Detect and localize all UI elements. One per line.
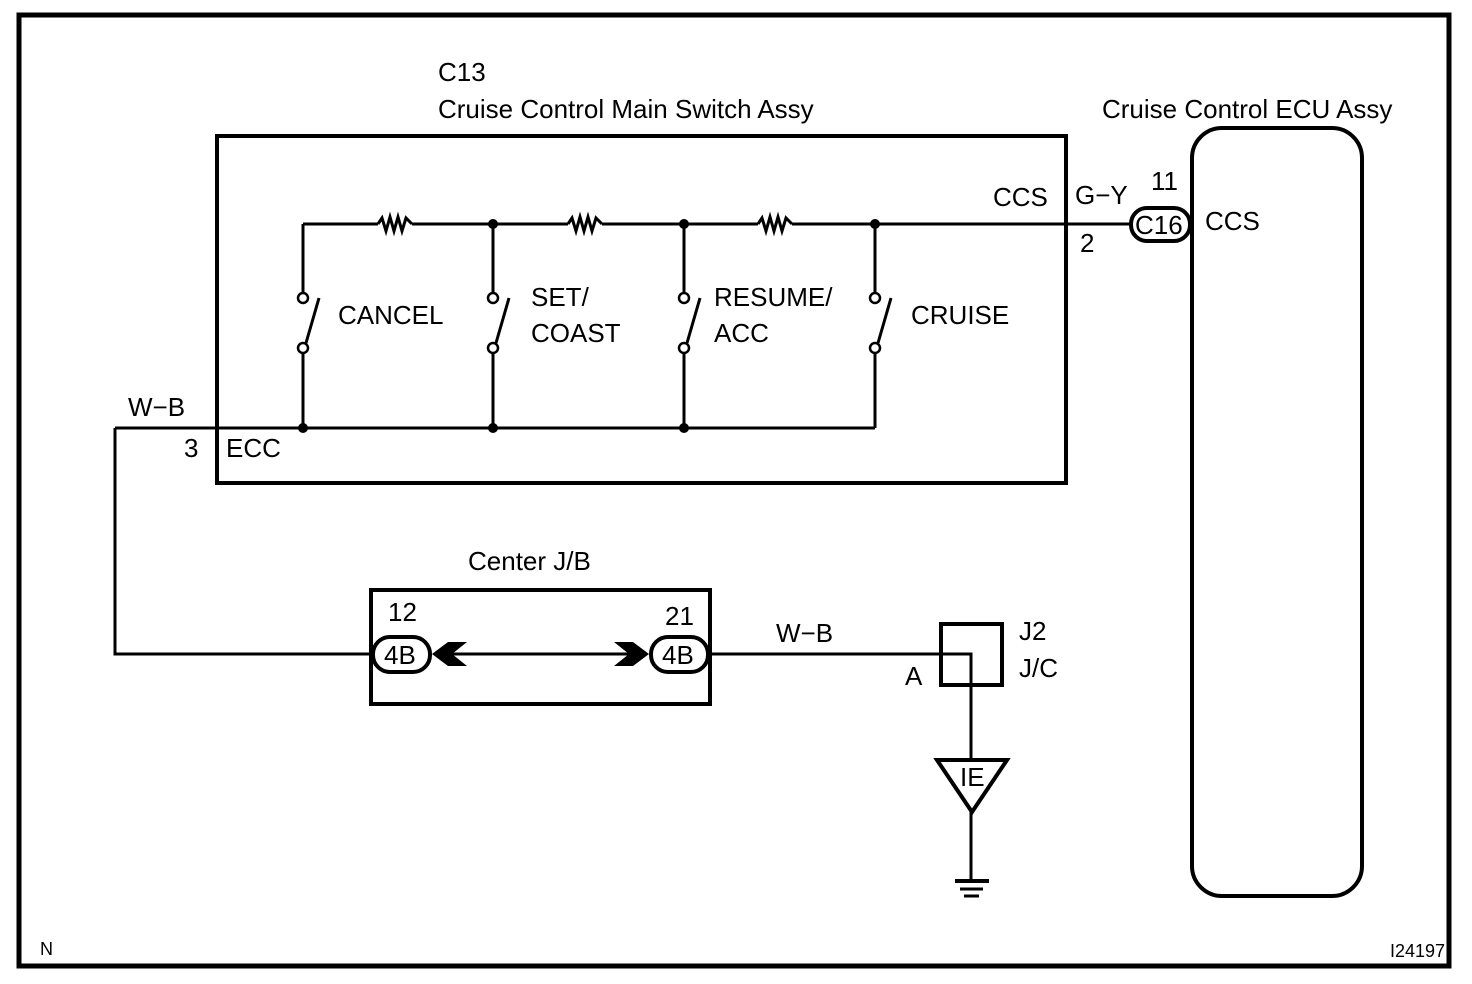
junction-connector-id: J2	[1019, 616, 1046, 646]
junction-dot	[679, 423, 689, 433]
switch-set-coast: SET/ COAST	[486, 282, 621, 428]
footer-left-code: N	[40, 939, 53, 959]
center-junction-block: Center J/B 12 4B 21 4B	[369, 546, 712, 706]
switch-cancel-label: CANCEL	[338, 300, 443, 330]
ground-point-id: IE	[960, 762, 985, 792]
jb-left-connector	[371, 635, 432, 674]
switch-drops	[491, 224, 877, 293]
ecu-connector-c16	[1129, 206, 1192, 243]
junction-connector-box	[939, 622, 1004, 687]
junction-connector-type: J/C	[1019, 653, 1058, 683]
main-switch-connector-id: C13	[438, 57, 486, 87]
jb-left-connector-id: 4B	[384, 640, 416, 670]
ecu-title: Cruise Control ECU Assy	[1102, 94, 1392, 124]
jb-to-jc-wire-color-code: W−B	[776, 618, 833, 648]
jb-right-pin: 21	[665, 601, 694, 631]
main-switch-title: Cruise Control Main Switch Assy	[438, 94, 814, 124]
resistor-1	[376, 211, 414, 237]
ecc-wire-color-code: W−B	[128, 392, 185, 422]
resistor-2	[566, 211, 604, 237]
junction-dot	[298, 423, 308, 433]
ground-symbol-icon	[955, 879, 989, 898]
resistor-3	[756, 211, 794, 237]
junction-block-title: Center J/B	[468, 546, 591, 576]
ground-point-triangle	[933, 758, 1011, 816]
ground-point: IE	[933, 758, 1011, 898]
jb-right-connector-id: 4B	[662, 640, 694, 670]
ecu-connector-pin: 11	[1151, 166, 1178, 196]
ccs-wire: G−Y 2	[1075, 180, 1128, 258]
outer-frame	[16, 12, 1452, 969]
switch-cancel: CANCEL	[296, 291, 443, 428]
ecu-connector-id: C16	[1135, 210, 1183, 240]
switch-cruise: CRUISE	[868, 291, 1009, 428]
jb-left-arrow	[432, 642, 467, 666]
switch-coast-label: COAST	[531, 318, 621, 348]
main-switch-assembly: C13 Cruise Control Main Switch Assy CANC…	[115, 57, 1130, 485]
output-terminal-label: CCS	[993, 182, 1048, 212]
junction-block-box	[369, 588, 712, 706]
jb-left-pin: 12	[388, 597, 417, 627]
ccs-wire-color-code: G−Y	[1075, 180, 1128, 210]
switch-resume-acc: RESUME/ ACC	[677, 282, 833, 428]
junction-connector-pin: A	[905, 661, 923, 691]
main-switch-box	[215, 134, 1068, 485]
jb-right-connector	[649, 635, 710, 674]
jb-to-jc-wire: W−B	[709, 618, 973, 760]
ground-terminal-pin: 3	[184, 433, 198, 463]
switch-acc-label: ACC	[714, 318, 769, 348]
ecu-box	[1190, 126, 1364, 898]
ecu-assembly: Cruise Control ECU Assy 11 C16 CCS	[1102, 94, 1392, 898]
ccs-wire-pin: 2	[1080, 228, 1094, 258]
ecc-wire: W−B	[113, 392, 372, 656]
ecu-terminal-label: CCS	[1205, 206, 1260, 236]
jb-right-arrow	[614, 642, 649, 666]
switch-resume-label: RESUME/	[714, 282, 833, 312]
switch-set-label: SET/	[531, 282, 590, 312]
ground-terminal-label: ECC	[226, 433, 281, 463]
figure-id: I24197	[1390, 941, 1445, 961]
junction-dot	[488, 423, 498, 433]
switch-cruise-label: CRUISE	[911, 300, 1009, 330]
junction-connector: A J2 J/C	[905, 616, 1058, 691]
